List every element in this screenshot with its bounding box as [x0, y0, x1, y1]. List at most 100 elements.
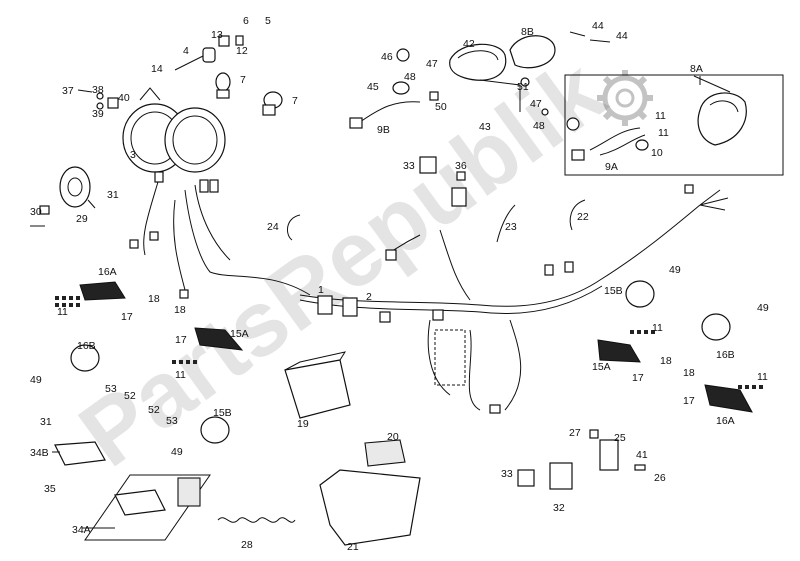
svg-text:11: 11 [652, 322, 663, 334]
svg-text:14: 14 [151, 63, 163, 75]
svg-text:47: 47 [426, 58, 438, 70]
svg-text:17: 17 [683, 395, 695, 407]
svg-text:5: 5 [265, 15, 271, 27]
svg-text:26: 26 [654, 472, 666, 484]
svg-text:28: 28 [241, 539, 253, 551]
svg-text:11: 11 [57, 306, 68, 318]
gear-logo-icon [597, 70, 653, 126]
svg-text:9B: 9B [377, 124, 390, 136]
svg-text:7: 7 [292, 95, 298, 107]
svg-text:42: 42 [463, 38, 475, 50]
svg-text:12: 12 [236, 45, 248, 57]
svg-text:3: 3 [130, 149, 136, 161]
svg-text:34B: 34B [30, 447, 49, 459]
wire-coil-parts [287, 199, 586, 243]
plate-light-inset-part [114, 489, 166, 516]
fuse-part [456, 171, 466, 181]
svg-text:44: 44 [592, 20, 604, 32]
relay-right-parts [517, 429, 646, 490]
svg-text:22: 22 [577, 211, 589, 223]
svg-text:49: 49 [171, 446, 183, 458]
instrument-panel-part [392, 31, 611, 112]
svg-text:48: 48 [533, 120, 545, 132]
bolt-parts [55, 296, 763, 389]
svg-text:38: 38 [92, 84, 104, 96]
horn-part [39, 166, 96, 215]
svg-text:17: 17 [175, 334, 187, 346]
svg-text:24: 24 [267, 221, 279, 233]
svg-text:31: 31 [40, 416, 52, 428]
plate-light-part [54, 441, 106, 466]
svg-text:45: 45 [367, 81, 379, 93]
svg-text:21: 21 [347, 541, 359, 553]
svg-text:48: 48 [404, 71, 416, 83]
svg-text:37: 37 [62, 85, 74, 97]
svg-text:20: 20 [387, 431, 399, 443]
svg-text:8A: 8A [690, 63, 703, 75]
svg-text:46: 46 [381, 51, 393, 63]
svg-text:13: 13 [211, 29, 223, 41]
svg-text:1: 1 [318, 284, 324, 296]
svg-text:18: 18 [683, 367, 695, 379]
svg-text:35: 35 [44, 483, 56, 495]
svg-text:18: 18 [174, 304, 186, 316]
svg-text:15A: 15A [592, 361, 611, 373]
svg-text:51: 51 [517, 81, 529, 93]
svg-text:31: 31 [107, 189, 119, 201]
svg-text:50: 50 [435, 101, 447, 113]
svg-text:39: 39 [92, 108, 104, 120]
svg-text:25: 25 [614, 432, 626, 444]
battery-part [284, 351, 351, 419]
svg-text:11: 11 [175, 369, 186, 381]
svg-text:16B: 16B [716, 349, 735, 361]
inset-frame-8a [564, 74, 784, 176]
svg-text:7: 7 [240, 74, 246, 86]
harness-9b-part [349, 101, 580, 131]
front-harness-part [129, 171, 311, 299]
svg-text:40: 40 [118, 92, 130, 104]
svg-text:11: 11 [655, 110, 666, 122]
svg-text:6: 6 [243, 15, 249, 27]
relay-part [419, 156, 437, 174]
svg-text:27: 27 [569, 427, 581, 439]
svg-text:47: 47 [530, 98, 542, 110]
callout-labels: 1 2 3 4 5 6 7 7 8A 8B 9A 9B 10 11 11 11 … [30, 15, 769, 553]
inset-frame-34a [84, 474, 211, 541]
battery-tray-part [319, 469, 421, 546]
svg-text:15B: 15B [213, 407, 232, 419]
svg-text:49: 49 [757, 302, 769, 314]
svg-text:41: 41 [636, 449, 648, 461]
svg-text:18: 18 [148, 293, 160, 305]
svg-text:10: 10 [651, 147, 663, 159]
svg-text:32: 32 [553, 502, 565, 514]
svg-text:30: 30 [30, 206, 42, 218]
svg-text:2: 2 [366, 291, 372, 303]
svg-text:29: 29 [76, 213, 88, 225]
svg-text:15A: 15A [230, 328, 249, 340]
foam-part [364, 439, 406, 467]
svg-text:52: 52 [148, 404, 160, 416]
svg-text:16A: 16A [98, 266, 117, 278]
svg-text:19: 19 [297, 418, 309, 430]
svg-text:43: 43 [479, 121, 491, 133]
svg-text:16A: 16A [716, 415, 735, 427]
svg-text:15B: 15B [604, 285, 623, 297]
svg-text:33: 33 [403, 160, 415, 172]
main-harness-part [299, 184, 729, 414]
svg-text:53: 53 [166, 415, 178, 427]
svg-text:11: 11 [658, 127, 669, 139]
svg-text:33: 33 [501, 468, 513, 480]
svg-text:17: 17 [632, 372, 644, 384]
rear-light-part [571, 92, 747, 161]
svg-text:49: 49 [30, 374, 42, 386]
screw-parts [77, 89, 119, 110]
leader-lines [30, 75, 731, 529]
svg-text:4: 4 [183, 45, 189, 57]
svg-text:11: 11 [757, 371, 768, 383]
svg-text:49: 49 [669, 264, 681, 276]
svg-text:52: 52 [124, 390, 136, 402]
headlight-part [122, 87, 226, 173]
spring-part [217, 517, 296, 523]
